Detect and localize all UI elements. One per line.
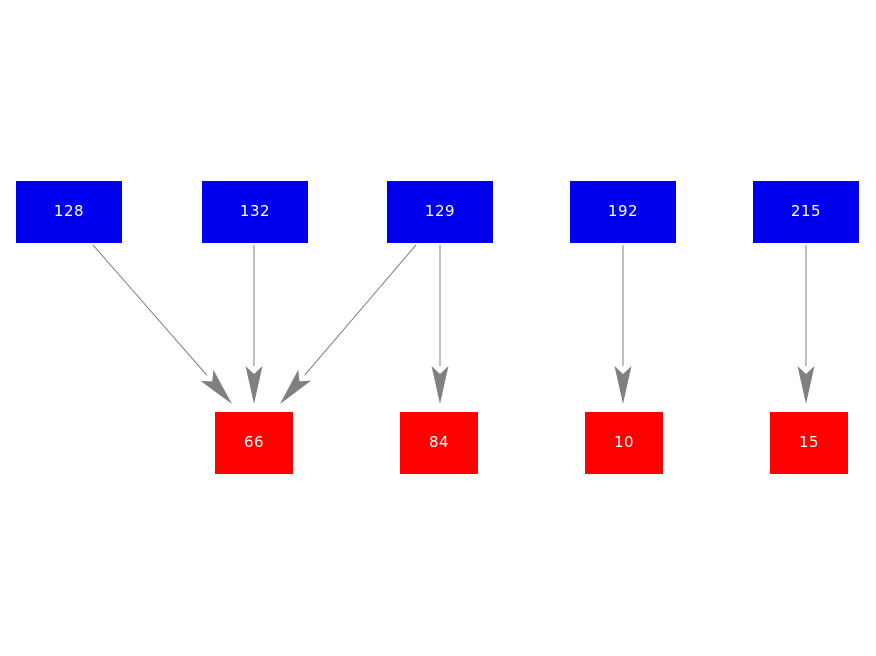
node-label: 129 <box>424 201 456 220</box>
graph-node-129[interactable]: 129 <box>387 181 493 243</box>
graph-node-84[interactable]: 84 <box>400 412 478 474</box>
node-label: 128 <box>53 201 85 220</box>
graph-node-15[interactable]: 15 <box>770 412 848 474</box>
node-label: 15 <box>798 432 820 451</box>
edge-arrowhead-icon <box>245 366 263 404</box>
edge-arrowhead-icon <box>200 369 232 404</box>
edge-arrowhead-icon <box>431 366 449 404</box>
edge-group <box>92 244 815 404</box>
graph-node-192[interactable]: 192 <box>570 181 676 243</box>
node-label: 215 <box>790 201 822 220</box>
graph-node-132[interactable]: 132 <box>202 181 308 243</box>
graph-node-10[interactable]: 10 <box>585 412 663 474</box>
node-label: 66 <box>243 432 265 451</box>
graph-node-128[interactable]: 128 <box>16 181 122 243</box>
node-label: 10 <box>613 432 635 451</box>
graph-node-215[interactable]: 215 <box>753 181 859 243</box>
edge-arrowhead-icon <box>614 366 632 404</box>
node-label: 132 <box>239 201 271 220</box>
edge-arrowhead-icon <box>797 366 815 404</box>
edge-arrowhead-icon <box>280 369 312 404</box>
node-label: 84 <box>428 432 450 451</box>
edge-line <box>304 244 417 376</box>
node-label: 192 <box>607 201 639 220</box>
graph-node-66[interactable]: 66 <box>215 412 293 474</box>
edge-line <box>92 244 208 376</box>
